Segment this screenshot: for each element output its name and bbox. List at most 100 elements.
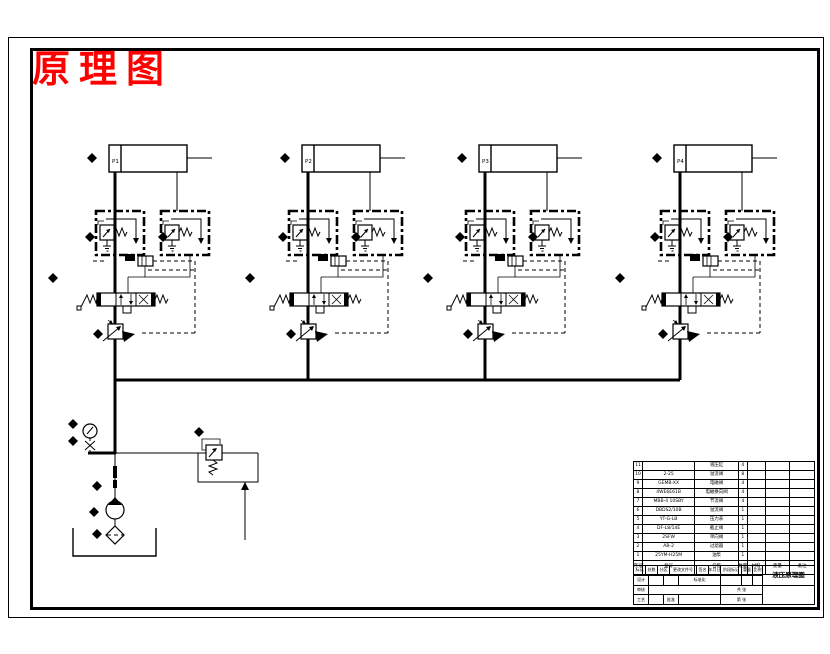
header-weight: 重量 [766,561,791,574]
part-name: 过滤器 [695,543,739,551]
part-name: 单向阀 [695,534,739,542]
part-model: GEMB-XX [643,480,696,488]
hydraulic-station-4 [642,145,777,380]
check-valve [113,466,117,478]
hydraulic-station-3 [447,145,582,380]
part-no: 1 [634,552,643,560]
tb-change-doc: 更改文件号 [670,566,697,575]
part-qty: 4 [739,462,748,470]
station-modules: P1 P2 P3 P4 [77,145,777,380]
part-no: 9 [634,480,643,488]
margin-markers [48,273,625,283]
part-no: 7 [634,498,643,506]
part-model: 2SFW [643,534,696,542]
cylinder-label-4: P4 [677,159,684,165]
tb-standardize: 标准化 [693,577,706,583]
tb-sheets: 共 张 [736,586,747,592]
part-name: 节流阀 [695,498,739,506]
cylinder-label-2: P2 [305,159,312,165]
part-model: 4WE6E61B [643,489,696,497]
part-model: DBDS2/10B [643,507,696,515]
part-no: 5 [634,516,643,524]
tb-weight: 重量 [742,566,753,575]
part-qty: 4 [739,480,748,488]
part-model: AB-2 [643,543,696,551]
part-no: 10 [634,471,643,479]
part-qty: 1 [739,534,748,542]
part-qty: 1 [739,552,748,560]
drawing-name: 液压原理图 [763,566,814,587]
main-relief-valve [201,438,223,476]
part-name: 电磁阀 [695,480,739,488]
part-qty: 1 [739,543,748,551]
part-no: 6 [634,507,643,515]
sheet-outer-border [8,37,824,618]
part-qty: 1 [739,507,748,515]
tb-count: 处数 [646,566,658,575]
part-name: 溢流阀 [695,507,739,515]
oil-tank [72,528,157,557]
part-no: 2 [634,543,643,551]
part-name: 截止阀 [695,525,739,533]
part-qty: 4 [739,489,748,497]
pump-unit [68,419,259,557]
tb-mark: 标记 [634,566,646,575]
tb-approve: 批准 [664,595,679,604]
page-title: 原理图 [32,46,174,91]
hydraulic-station-1 [77,145,212,380]
tb-sheet-no: 第 张 [736,596,747,602]
hydraulic-station-2 [270,145,405,380]
header-name: 名称 [695,561,739,574]
tb-stage: 阶段标记 [721,566,742,575]
header-qty: 数量 [739,561,748,574]
part-no: 3 [634,534,643,542]
part-model: 2-25 [643,471,696,479]
cylinder-label-1: P1 [112,159,119,165]
pressure-manifold [88,378,680,455]
part-qty: 1 [739,525,748,533]
pressure-gauge [82,423,98,453]
part-model: 25YM-H25M [643,552,696,560]
tb-scale: 比例 [753,567,762,573]
part-name: 电磁换向阀 [695,489,739,497]
part-model: YT-G-LB [643,516,696,524]
tb-design: 设计 [634,575,649,585]
tb-process: 工艺 [634,595,649,604]
stage-block: 阶段标记 重量 比例 共 张 第 张 [721,566,764,604]
drawing-name-block: 液压原理图 [763,566,814,604]
part-name: 溢流阀 [695,471,739,479]
tb-date: 年月日 [709,567,720,573]
part-qty: 4 [739,498,748,506]
cylinder-label-3: P3 [482,159,489,165]
parts-header-row: 序号型号名称数量材料重量备注 [634,561,814,574]
part-no: 11 [634,462,643,470]
title-block: 标记 处数 分区 更改文件号 签名 年月日 设计 标准化 审核 工艺 批准 [633,565,815,605]
part-qty: 1 [739,516,748,524]
part-name: 压力表 [695,516,739,524]
header-material: 材料 [748,561,766,574]
hydraulic-pump [105,497,125,520]
part-name: 油泵 [695,552,739,560]
tb-zone: 分区 [658,566,670,575]
suction-filter [105,525,125,545]
part-model: DF-L8/14E [643,525,696,533]
part-name: 液压缸 [695,462,739,470]
sheet-inner-border [30,48,820,610]
tb-review: 审核 [634,585,649,595]
part-no: 4 [634,525,643,533]
revision-block: 标记 处数 分区 更改文件号 签名 年月日 设计 标准化 审核 工艺 批准 [634,566,721,604]
part-model: MBB-4 10SBY [643,498,696,506]
tb-sign: 签名 [697,566,709,575]
